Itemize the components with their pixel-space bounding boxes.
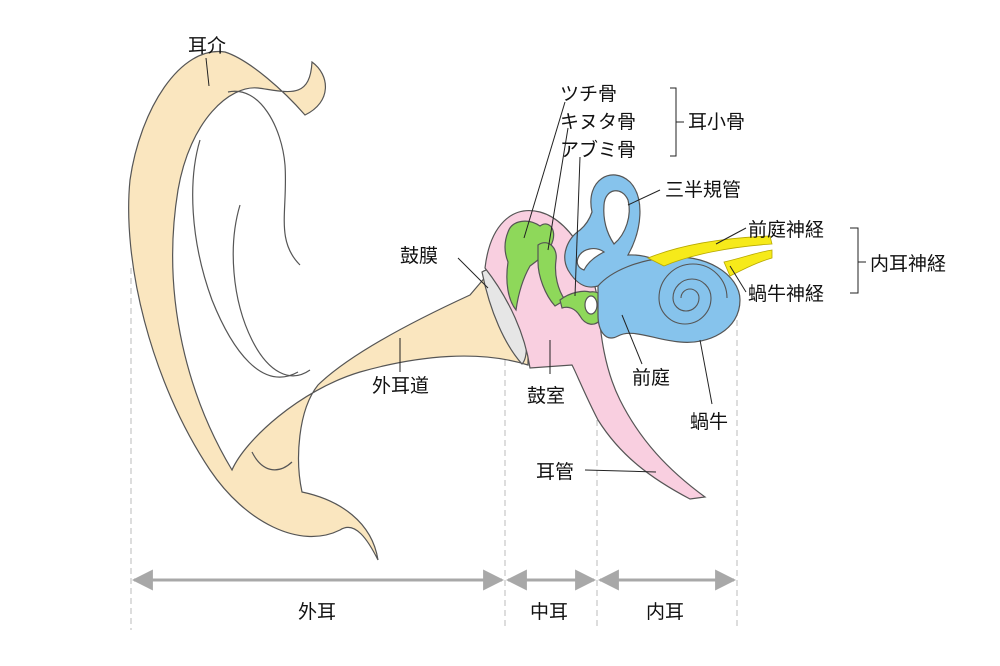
vestibule-cochlea-shape bbox=[597, 256, 741, 343]
cochlear-nerve-shape bbox=[723, 249, 773, 277]
label-eustachian-tube: 耳管 bbox=[536, 461, 574, 483]
label-malleus: ツチ骨 bbox=[560, 83, 617, 105]
label-ear-canal: 外耳道 bbox=[372, 375, 429, 397]
inner-ear bbox=[564, 174, 741, 343]
incus-shape bbox=[537, 242, 566, 307]
label-tympanic-cavity: 鼓室 bbox=[527, 385, 565, 407]
label-outer-ear: 外耳 bbox=[298, 601, 336, 623]
label-stapes: アブミ骨 bbox=[560, 138, 636, 161]
label-cochlear-nerve: 蝸牛神経 bbox=[748, 283, 824, 305]
cochlea-spiral bbox=[658, 263, 728, 325]
label-eardrum: 鼓膜 bbox=[400, 245, 438, 267]
label-incus: キヌタ骨 bbox=[560, 111, 636, 133]
label-inner-ear: 内耳 bbox=[646, 601, 684, 623]
label-inner-ear-nerve: 内耳神経 bbox=[870, 253, 946, 275]
label-semicircular-canals: 三半規管 bbox=[665, 179, 741, 201]
label-auricle: 耳介 bbox=[188, 35, 226, 57]
label-ossicles: 耳小骨 bbox=[688, 111, 745, 133]
tympanic-cavity-shape bbox=[484, 210, 707, 500]
vestibular-nerve-shape bbox=[647, 235, 773, 267]
labels: 耳介 ツチ骨 キヌタ骨 アブミ骨 耳小骨 三半規管 前庭神経 蝸牛神経 内耳神経… bbox=[188, 35, 946, 623]
label-cochlea: 蝸牛 bbox=[690, 411, 728, 433]
label-middle-ear: 中耳 bbox=[530, 601, 568, 623]
middle-ear bbox=[484, 210, 707, 500]
label-vestibular-nerve: 前庭神経 bbox=[748, 219, 824, 241]
label-vestibule: 前庭 bbox=[632, 367, 670, 389]
leader-lines bbox=[205, 57, 866, 473]
auricle-shape bbox=[128, 50, 529, 561]
outer-ear bbox=[128, 50, 529, 561]
